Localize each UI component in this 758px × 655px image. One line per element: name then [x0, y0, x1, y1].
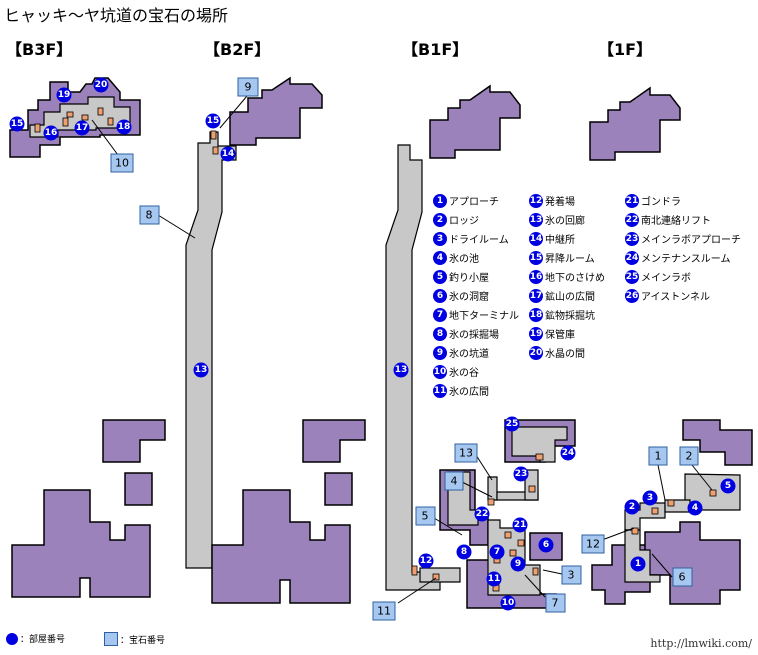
- svg-text:5: 5: [422, 510, 429, 523]
- key-gem-number: ：宝石番号: [104, 632, 165, 646]
- svg-text:7: 7: [552, 597, 559, 610]
- floor-b2f: 15 14 13 9 8: [139, 76, 366, 604]
- svg-text:19: 19: [58, 90, 71, 100]
- svg-text:13: 13: [195, 365, 208, 375]
- page-title: ヒャッキ～ヤ坑道の宝石の場所: [4, 6, 229, 25]
- svg-text:3: 3: [647, 493, 653, 503]
- floor-label-1f: 【1F】: [598, 40, 653, 59]
- svg-text:14: 14: [222, 149, 235, 159]
- site-url: http://lmwiki.com/: [650, 637, 752, 650]
- svg-text:23: 23: [515, 469, 528, 479]
- floor-label-b3f: 【B3F】: [6, 40, 73, 59]
- svg-text:10: 10: [502, 598, 515, 608]
- svg-text:9: 9: [515, 559, 521, 569]
- svg-text:20: 20: [95, 80, 108, 90]
- svg-text:12: 12: [420, 556, 433, 566]
- svg-text:18: 18: [118, 122, 131, 132]
- svg-text:2: 2: [629, 502, 635, 512]
- svg-text:15: 15: [11, 119, 24, 129]
- svg-text:9: 9: [245, 81, 252, 94]
- svg-text:22: 22: [476, 509, 489, 519]
- svg-text:1: 1: [655, 450, 662, 463]
- svg-text:2: 2: [686, 450, 693, 463]
- svg-text:12: 12: [586, 538, 600, 551]
- svg-text:21: 21: [514, 520, 527, 530]
- svg-text:3: 3: [568, 569, 575, 582]
- svg-text:4: 4: [692, 503, 698, 513]
- svg-text:6: 6: [543, 540, 549, 550]
- floor-label-b1f: 【B1F】: [402, 40, 469, 59]
- svg-text:10: 10: [115, 157, 129, 170]
- floor-1f: 3 2 4 5 1 1 2 12 6: [581, 86, 753, 605]
- svg-text:4: 4: [451, 475, 458, 488]
- svg-text:7: 7: [494, 547, 500, 557]
- svg-text:8: 8: [461, 547, 467, 557]
- svg-text:16: 16: [45, 128, 58, 138]
- gem-marker-icon: [104, 632, 118, 646]
- floor-b1f: 13 25 24 23 22 21 8 7 6 9 12 11 10: [372, 84, 582, 621]
- svg-text:8: 8: [146, 209, 153, 222]
- floor-label-b2f: 【B2F】: [204, 40, 271, 59]
- room-marker-icon: [6, 632, 18, 645]
- svg-text:5: 5: [725, 481, 731, 491]
- svg-text:13: 13: [459, 447, 473, 460]
- svg-text:25: 25: [506, 419, 519, 429]
- svg-text:11: 11: [377, 605, 391, 618]
- svg-text:13: 13: [395, 365, 408, 375]
- key-room-number: ：部屋番号: [6, 632, 65, 645]
- floor-b3f: 15 16 17 18 19 20 10: [9, 77, 166, 598]
- svg-text:6: 6: [679, 571, 686, 584]
- svg-text:11: 11: [488, 574, 501, 584]
- svg-text:17: 17: [76, 123, 89, 133]
- svg-text:15: 15: [207, 116, 220, 126]
- svg-text:24: 24: [562, 448, 575, 458]
- svg-text:1: 1: [635, 559, 641, 569]
